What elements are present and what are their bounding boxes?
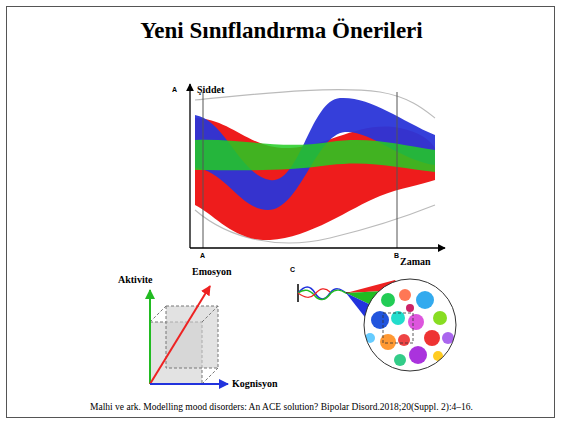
time-marker: A [200, 252, 205, 260]
axis-label: Aktivite [118, 274, 152, 285]
cube-axes [150, 286, 228, 384]
axis-label: Zaman [400, 256, 431, 267]
axis-label: Emosyon [192, 266, 231, 277]
band-chart [190, 84, 445, 248]
citation-caption: Malhi ve ark. Modelling mood disorders: … [0, 402, 563, 412]
axis-label: Kognisyon [232, 378, 278, 389]
time-marker: B [394, 252, 399, 260]
wave-zoom [298, 279, 456, 371]
panel-letter: C [290, 266, 295, 274]
panel-letter: A [172, 86, 177, 94]
axis-label: Şiddet [197, 84, 224, 95]
slide-title: Yeni Sınıflandırma Önerileri [0, 18, 563, 43]
